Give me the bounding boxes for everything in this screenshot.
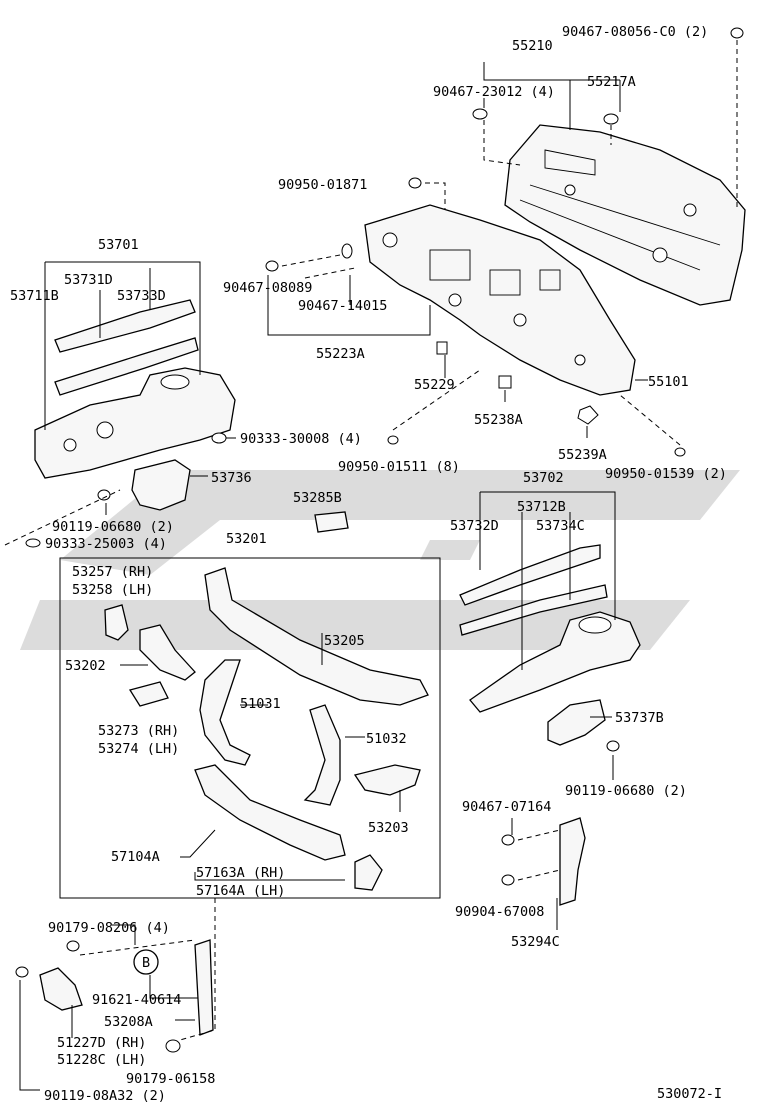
diagram-code: 530072-I (657, 1086, 722, 1102)
dashed-guides (4, 40, 738, 1041)
label: 53205 (324, 633, 365, 649)
brace-53208A (194, 939, 214, 1036)
fasteners (15, 27, 744, 1053)
block-53285B (314, 511, 349, 533)
label: 53734C (536, 518, 585, 534)
label: 90333-25003 (4) (45, 536, 167, 552)
label: 90904-67008 (455, 904, 544, 920)
label: 90179-08206 (4) (48, 920, 170, 936)
label: 53294C (511, 934, 560, 950)
label: 55229 (414, 377, 455, 393)
label: 53203 (368, 820, 409, 836)
label: 53737B (615, 710, 664, 726)
label: 57164A (LH) (196, 883, 285, 899)
label: 51227D (RH) (57, 1035, 146, 1051)
upper-support-53205 (204, 567, 429, 706)
label: 55217A (587, 74, 636, 90)
watermark-logo (20, 470, 740, 650)
label: 51031 (240, 696, 281, 712)
side-brace-53202 (139, 624, 196, 681)
label: 53285B (293, 490, 342, 506)
front-apron-lh-53701 (34, 299, 236, 479)
dash-panel-55101 (364, 204, 636, 396)
bracket-53257 (104, 604, 129, 641)
label: 53732D (450, 518, 499, 534)
bracket-53737B (547, 699, 606, 746)
bracket-53203 (353, 764, 421, 796)
label: 53273 (RH) (98, 723, 179, 739)
label: 53701 (98, 237, 139, 253)
label: 51032 (366, 731, 407, 747)
side-support-51032 (303, 704, 341, 806)
leader-lines (19, 62, 648, 1091)
bracket-51227D (39, 967, 83, 1011)
side-support-51031 (199, 659, 251, 766)
label: 90950-01539 (2) (605, 466, 727, 482)
label: 55239A (558, 447, 607, 463)
label: 55238A (474, 412, 523, 428)
label: 53733D (117, 288, 166, 304)
radiator-support-frame (59, 557, 441, 899)
label: 53274 (LH) (98, 741, 179, 757)
label: 53702 (523, 470, 564, 486)
label: 90179-06158 (126, 1071, 215, 1087)
bracket-57163A (354, 854, 383, 891)
label: 90467-07164 (462, 799, 551, 815)
label: 90119-06680 (2) (52, 519, 174, 535)
label: 91621-40614 (92, 992, 181, 1008)
label: 57163A (RH) (196, 865, 285, 881)
label: 55223A (316, 346, 365, 362)
label: 57104A (111, 849, 160, 865)
bracket-53294C (559, 817, 586, 906)
label: 90467-14015 (298, 298, 387, 314)
dash-insulator-55210 (504, 124, 746, 306)
callout-b-label: B (142, 955, 150, 971)
label: 90119-06680 (2) (565, 783, 687, 799)
label: 51228C (LH) (57, 1052, 146, 1068)
callout-b-circle (133, 949, 159, 975)
part-labels: 90467-08056-C0 (2) 55210 90467-23012 (4)… (10, 24, 727, 1104)
label: 53202 (65, 658, 106, 674)
label: 90950-01871 (278, 177, 367, 193)
label: 53711B (10, 288, 59, 304)
label: 90333-30008 (4) (240, 431, 362, 447)
label: 53736 (211, 470, 252, 486)
lower-support-57104A (194, 764, 346, 861)
label: 90467-08056-C0 (2) (562, 24, 708, 40)
label: 53201 (226, 531, 267, 547)
label: 53712B (517, 499, 566, 515)
label: 90950-01511 (8) (338, 459, 460, 475)
label: 90119-08A32 (2) (44, 1088, 166, 1104)
label: 53731D (64, 272, 113, 288)
label: 90467-23012 (4) (433, 84, 555, 100)
bracket-53736 (131, 459, 191, 511)
label: 90467-08089 (223, 280, 312, 296)
label: 53257 (RH) (72, 564, 153, 580)
bracket-53273 (128, 681, 169, 707)
label: 53258 (LH) (72, 582, 153, 598)
label: 53208A (104, 1014, 153, 1030)
label: 55210 (512, 38, 553, 54)
label: 55101 (648, 374, 689, 390)
